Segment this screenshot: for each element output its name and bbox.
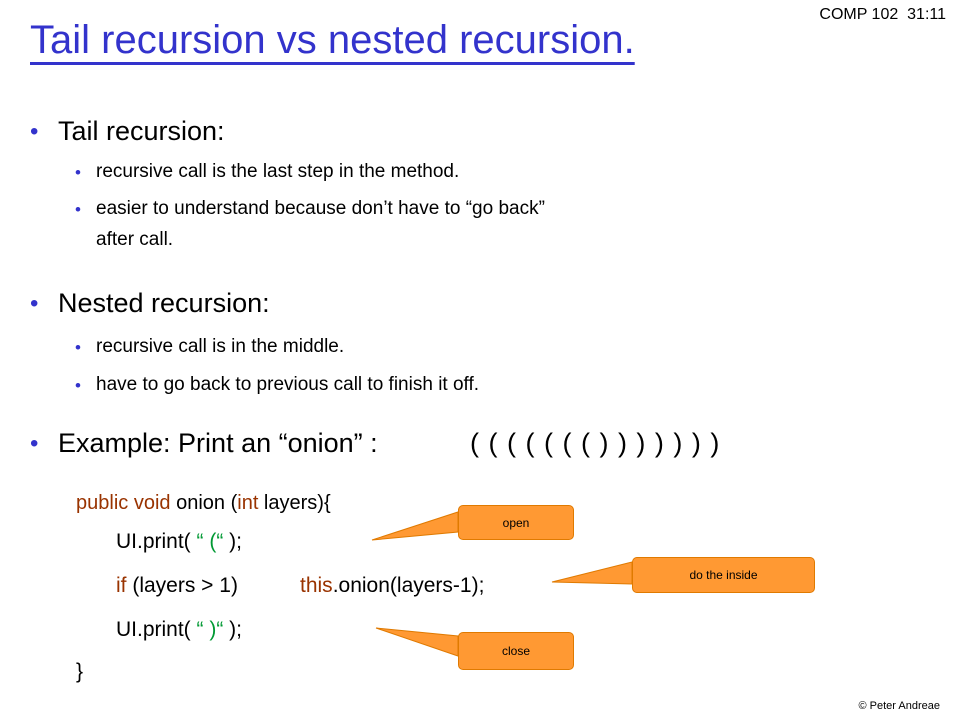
code-line-4: UI.print( “ )“ );	[116, 618, 242, 642]
bullet-dot: •	[30, 430, 39, 457]
example-label: Example: Print an “onion” :	[58, 428, 378, 458]
code-text: UI.print(	[116, 618, 197, 641]
tail-heading: Tail recursion:	[58, 116, 225, 146]
code-line-1: public void onion (int layers){	[76, 492, 331, 515]
tail-item-2: easier to understand because don’t have …	[96, 198, 545, 219]
nested-heading: Nested recursion:	[58, 288, 270, 318]
code-line-3: if (layers > 1)	[116, 574, 238, 598]
code-text: onion (	[170, 492, 238, 514]
code-string: “ )“	[196, 618, 224, 641]
code-line-3-call: this.onion(layers-1);	[300, 574, 484, 598]
close-pointer	[375, 627, 459, 657]
code-line-2: UI.print( “ (“ );	[116, 530, 242, 554]
inside-pointer	[551, 561, 633, 585]
tail-item-1: recursive call is the last step in the m…	[96, 161, 460, 182]
code-text: (layers > 1)	[126, 574, 238, 597]
nested-item-1: recursive call is in the middle.	[96, 336, 345, 357]
callout-do-the-inside: do the inside	[632, 557, 815, 593]
code-text: .onion(layers-1);	[332, 574, 485, 597]
page-title: Tail recursion vs nested recursion.	[30, 18, 635, 62]
course-code: COMP 102	[819, 6, 899, 23]
bullet-dot: •	[75, 163, 81, 182]
open-pointer	[371, 511, 459, 541]
code-keyword: void	[133, 492, 171, 514]
course-label: COMP 102 31:11	[819, 6, 946, 24]
bullet-dot: •	[75, 338, 81, 357]
code-string: “ (“	[196, 530, 224, 553]
callout-open: open	[458, 505, 574, 540]
code-line-5: }	[76, 660, 84, 683]
code-keyword: int	[237, 492, 259, 514]
bullet-dot: •	[75, 200, 81, 219]
code-keyword: this	[300, 574, 333, 597]
bullet-dot: •	[75, 376, 81, 395]
tail-item-2-cont: after call.	[96, 229, 174, 250]
code-keyword: if	[116, 574, 127, 597]
slide-number: 31:11	[907, 6, 946, 23]
example-parens: ( ( ( ( ( ( ( ) ) ) ) ) ) )	[470, 428, 721, 458]
code-keyword: public	[76, 492, 129, 514]
code-text: );	[223, 618, 243, 641]
copyright: © Peter Andreae	[858, 700, 941, 712]
callout-close: close	[458, 632, 574, 670]
bullet-dot: •	[30, 290, 39, 317]
bullet-dot: •	[30, 118, 39, 145]
code-text: layers){	[258, 492, 331, 514]
code-text: UI.print(	[116, 530, 197, 553]
code-text: );	[223, 530, 243, 553]
nested-item-2: have to go back to previous call to fini…	[96, 374, 480, 395]
